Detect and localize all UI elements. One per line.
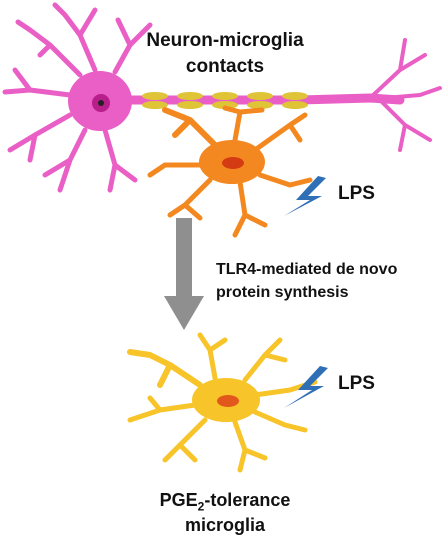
- lps-label-bottom: LPS: [338, 373, 375, 394]
- step-label-line1: TLR4-mediated de novo: [216, 261, 398, 278]
- bottom-label-suffix: -tolerance: [204, 490, 291, 510]
- process-arrow: [164, 218, 204, 330]
- neuron-microglia-contacts-label: Neuron-microglia contacts: [130, 28, 320, 80]
- contact-points: [142, 92, 308, 109]
- tolerant-microglia-nucleus: [217, 395, 239, 407]
- step-label-line2: protein synthesis: [216, 284, 349, 301]
- tlr4-step-label: TLR4-mediated de novo protein synthesis: [216, 258, 436, 304]
- lightning-icon: [284, 176, 326, 216]
- pge2-tolerance-label: PGE2-tolerance microglia: [110, 488, 340, 538]
- top-label-line1: Neuron-microglia: [146, 30, 304, 51]
- bottom-label-line2: microglia: [184, 515, 266, 535]
- activated-microglia: [147, 105, 313, 238]
- bottom-label-subscript: 2: [197, 499, 205, 514]
- lps-label-top: LPS: [338, 183, 375, 204]
- bottom-label-prefix: PGE: [159, 490, 198, 510]
- bottom-label-line1: PGE2-tolerance: [110, 488, 340, 513]
- neuron-nucleolus: [98, 100, 104, 106]
- lightning-icon: [284, 366, 328, 408]
- activated-microglia-nucleus: [222, 157, 244, 169]
- top-label-line2: contacts: [185, 56, 265, 77]
